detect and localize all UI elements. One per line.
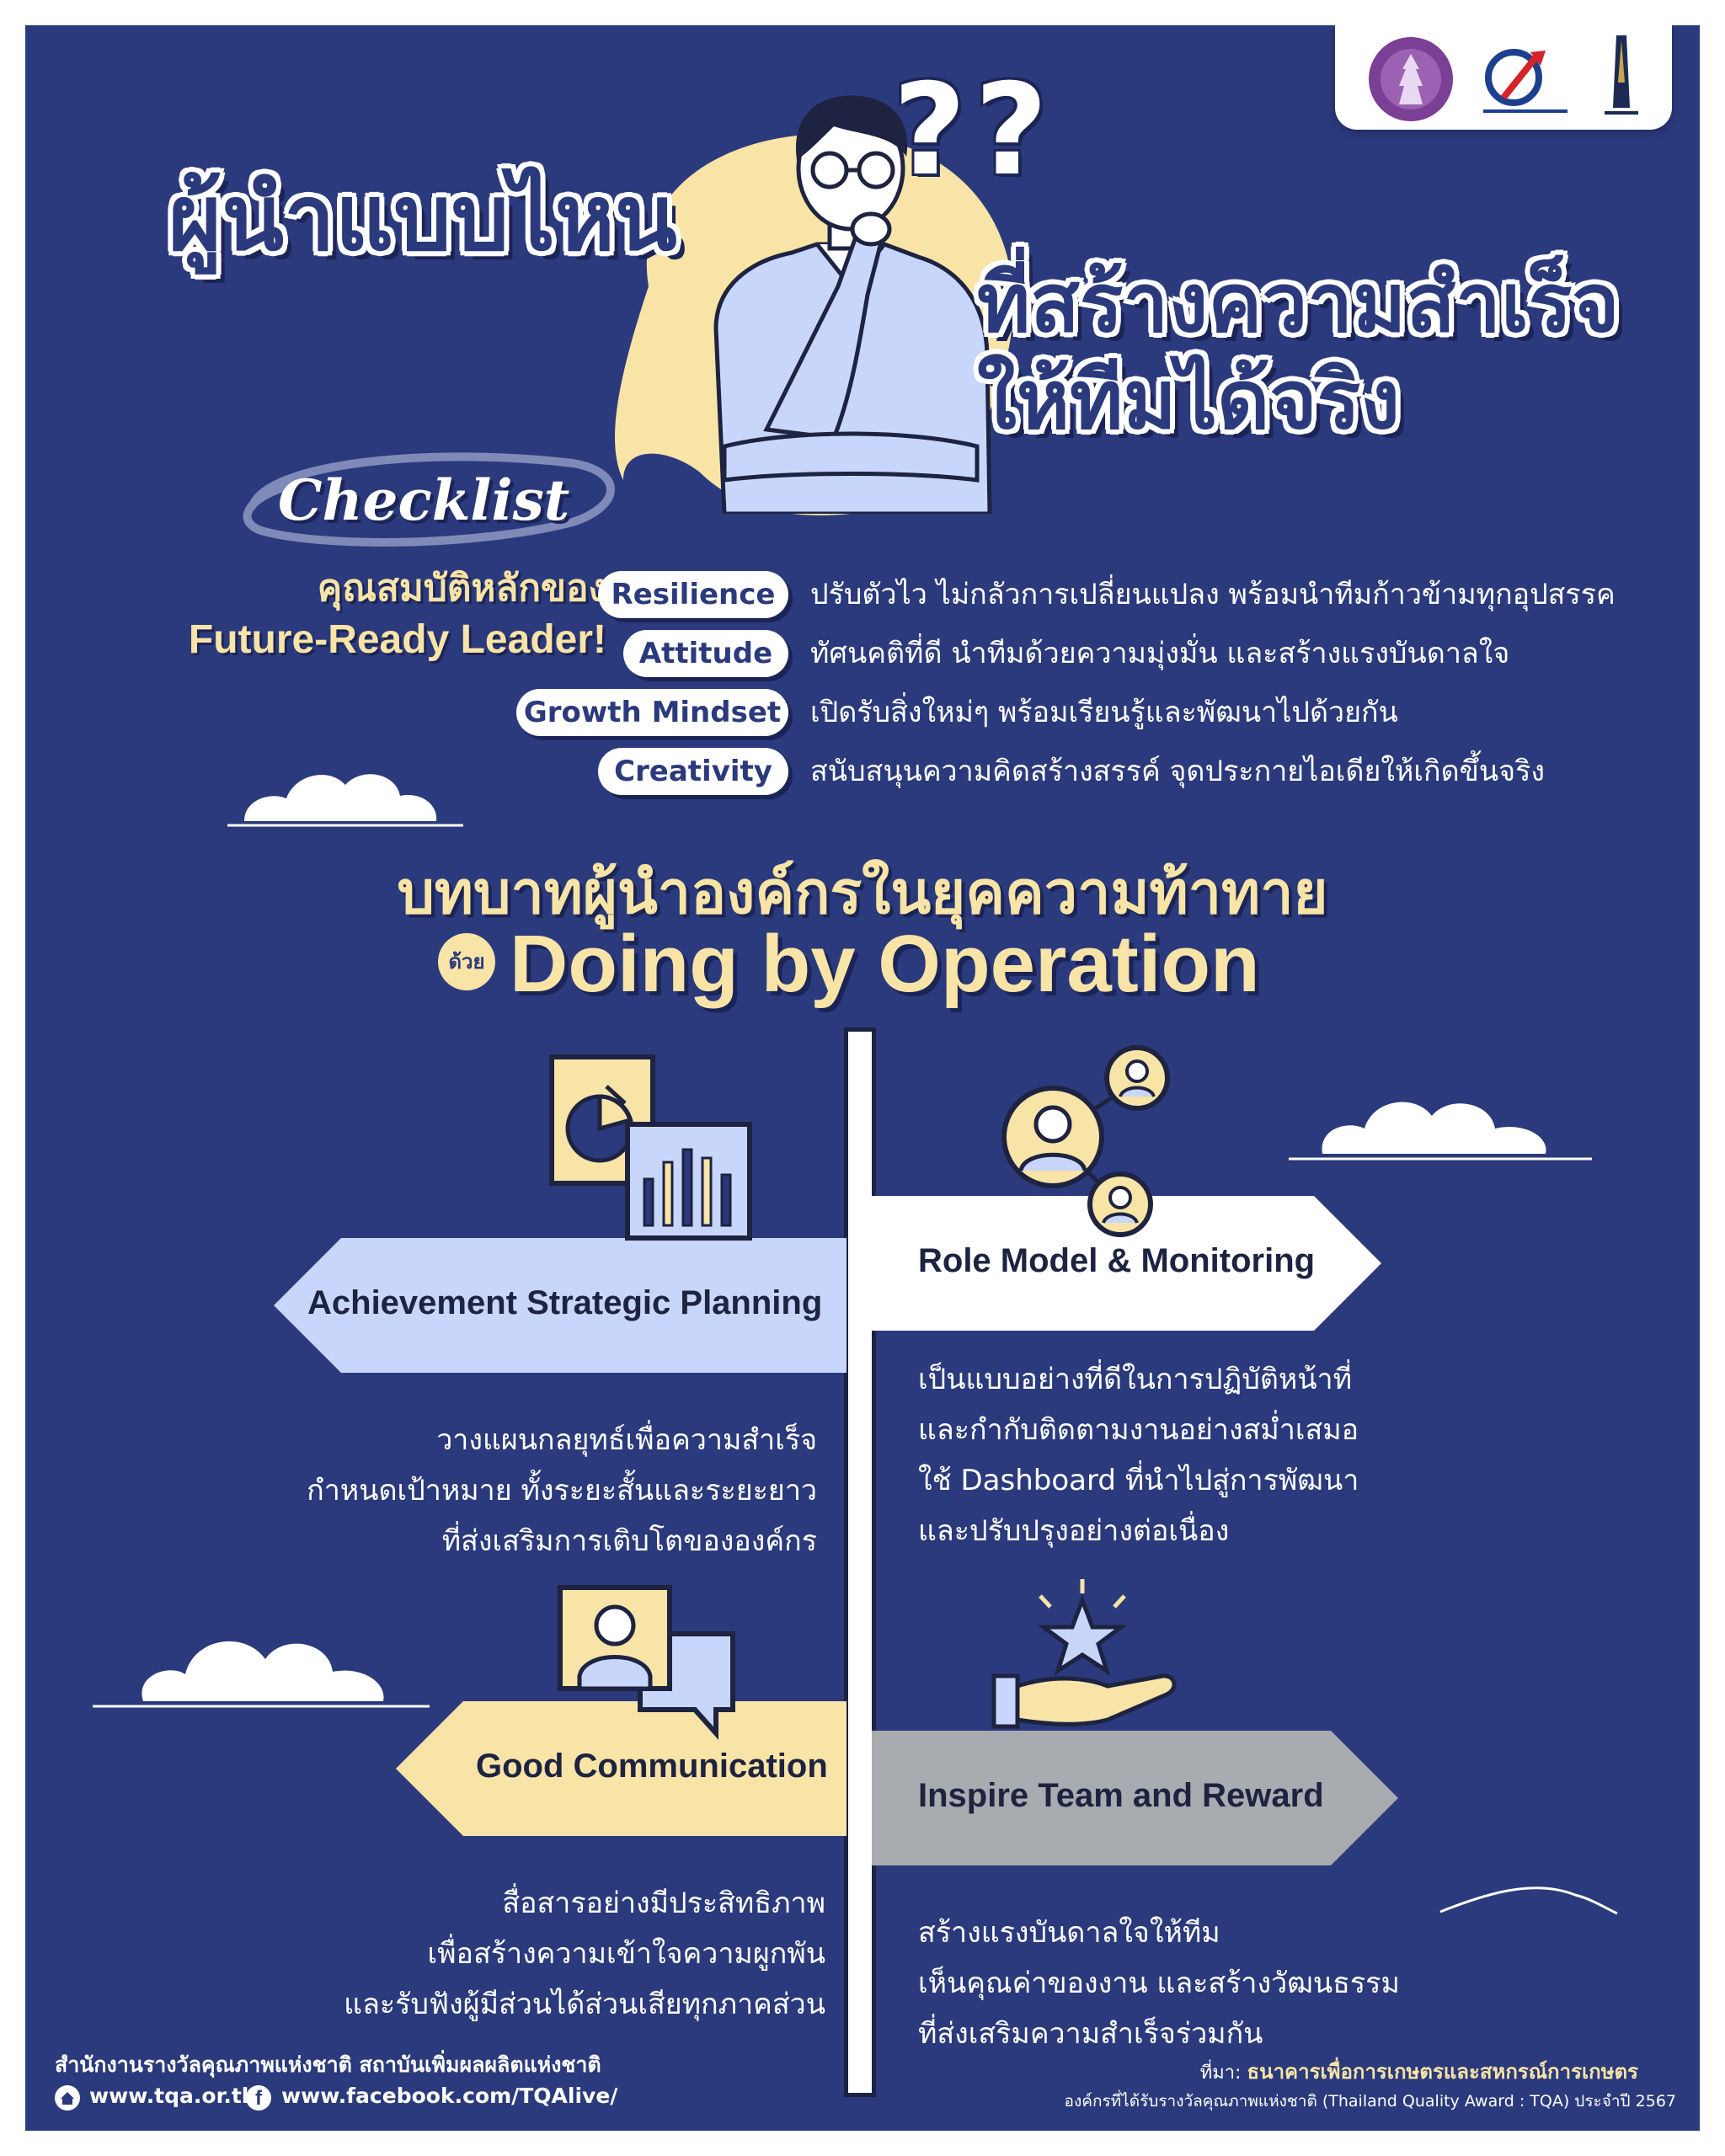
checklist-heading-line-1: คุณสมบัติหลักของ	[317, 567, 606, 610]
roles-heading-line-1: บทบาทผู้นำองค์กรในยุคความท้าทาย	[397, 858, 1328, 927]
cloud-decoration	[1289, 1102, 1592, 1161]
trait-creativity: Creativity	[598, 748, 788, 795]
roles-heading-prefix: ด้วย	[438, 933, 495, 990]
sign-role-model-monitoring	[872, 1196, 1381, 1331]
roles-heading-line-2: Doing by Operation	[510, 919, 1260, 1009]
role-title-role-model: Role Model & Monitoring	[918, 1242, 1316, 1279]
trait-creativity-desc: สนับสนุนความคิดสร้างสรรค์ จุดประกายไอเดี…	[810, 755, 1545, 788]
desc-line: เห็นคุณค่าของงาน และสร้างวัฒนธรรม	[918, 1967, 1400, 2000]
thinking-man-illustration	[713, 95, 992, 514]
sign-achievement-strategic-planning	[274, 1238, 846, 1373]
trait-attitude-desc: ทัศนคติที่ดี นำทีมด้วยความมุ่งมั่น และสร…	[810, 637, 1510, 670]
desc-line: และกำกับติดตามงานอย่างสม่ำเสมอ	[918, 1413, 1359, 1447]
desc-line: เป็นแบบอย่างที่ดีในการปฏิบัติหน้าที่	[918, 1363, 1353, 1396]
cloud-decoration	[93, 1641, 430, 1708]
logo-bar	[1335, 25, 1672, 130]
thailand-quality-award-logo	[1605, 35, 1638, 115]
role-title-inspire-team: Inspire Team and Reward	[918, 1777, 1324, 1814]
trait-resilience: Resilience	[598, 571, 788, 618]
role-title-achievement: Achievement Strategic Planning	[307, 1284, 823, 1321]
role-desc-inspire-team: สร้างแรงบันดาลใจให้ทีม เห็นคุณค่าของงาน …	[918, 1908, 1400, 2059]
home-icon	[55, 2085, 80, 2111]
facebook-icon: f	[246, 2085, 271, 2111]
desc-line: กำหนดเป้าหมาย ทั้งระยะสั้นและระยะยาว	[307, 1474, 817, 1508]
source-label: ที่มา:	[1199, 2063, 1242, 2084]
desc-line: วางแผนกลยุทธ์เพื่อความสำเร็จ	[436, 1423, 817, 1457]
title-line-3: ให้ทีมได้จริง	[977, 353, 1401, 447]
question-marks: ??	[893, 57, 1057, 204]
trait-growth-mindset-desc: เปิดรับสิ่งใหม่ๆ พร้อมเรียนรู้และพัฒนาไป…	[810, 696, 1398, 729]
desc-line: สื่อสารอย่างมีประสิทธิภาพ	[502, 1886, 825, 1920]
desc-line: สร้างแรงบันดาลใจให้ทีม	[918, 1916, 1220, 1950]
role-desc-role-model: เป็นแบบอย่างที่ดีในการปฏิบัติหน้าที่ และ…	[918, 1354, 1359, 1556]
desc-line: และปรับปรุงอย่างต่อเนื่อง	[918, 1514, 1230, 1548]
trait-attitude: Attitude	[623, 630, 788, 677]
checklist-swoosh	[243, 452, 615, 547]
chat-person-icon	[558, 1585, 735, 1740]
desc-line: ที่ส่งเสริมความสำเร็จร่วมกัน	[918, 2017, 1263, 2051]
role-desc-achievement: วางแผนกลยุทธ์เพื่อความสำเร็จ กำหนดเป้าหม…	[278, 1415, 817, 1566]
chart-icon	[549, 1054, 752, 1241]
infographic-canvas: ?? ผู้นำแบบไหน ที่สร้างความสำเร็จ ให้ทีม…	[25, 25, 1700, 2131]
desc-line: และรับฟังผู้มีส่วนได้ส่วนเสียทุกภาคส่วน	[344, 1988, 825, 2021]
ministry-of-industry-logo	[1369, 37, 1453, 121]
checklist-heading-line-2: Future-Ready Leader!	[188, 617, 606, 662]
sign-inspire-team	[872, 1731, 1398, 1865]
signpost-pole	[844, 1027, 876, 2097]
award-note: องค์กรที่ได้รับรางวัลคุณภาพแห่งชาติ (Tha…	[1064, 2092, 1676, 2111]
cloud-decoration	[227, 774, 463, 827]
title-line-1: ผู้นำแบบไหน	[168, 166, 677, 271]
checklist-label: Checklist	[278, 467, 570, 533]
thailand-productivity-institute-logo	[1483, 49, 1567, 113]
desc-line: ที่ส่งเสริมการเติบโตขององค์กร	[441, 1524, 817, 1558]
hand-star-icon	[991, 1579, 1177, 1729]
title-line-2: ที่สร้างความสำเร็จ	[977, 256, 1620, 350]
source-name: ธนาคารเพื่อการเกษตรและสหกรณ์การเกษตร	[1247, 2060, 1638, 2084]
cloud-decoration	[1439, 1886, 1618, 1915]
trait-growth-mindset: Growth Mindset	[516, 689, 788, 736]
website-link[interactable]: www.tqa.or.th	[89, 2084, 257, 2108]
trait-resilience-desc: ปรับตัวไว ไม่กลัวการเปลี่ยนแปลง พร้อมนำท…	[810, 578, 1616, 611]
footer-org: สำนักงานรางวัลคุณภาพแห่งชาติ สถาบันเพิ่ม…	[55, 2052, 601, 2077]
role-title-good-communication: Good Communication	[476, 1748, 828, 1785]
desc-line: เพื่อสร้างความเข้าใจความผูกพัน	[427, 1937, 825, 1971]
desc-line: ใช้ Dashboard ที่นำไปสู่การพัฒนา	[918, 1464, 1359, 1497]
sign-good-communication	[396, 1701, 846, 1836]
facebook-link[interactable]: www.facebook.com/TQAlive/	[281, 2084, 618, 2108]
people-network-icon	[1001, 1045, 1170, 1237]
role-desc-good-communication: สื่อสารอย่างมีประสิทธิภาพ เพื่อสร้างความ…	[270, 1878, 825, 2030]
source-line: ที่มา: ธนาคารเพื่อการเกษตรและสหกรณ์การเก…	[1036, 2055, 1638, 2088]
